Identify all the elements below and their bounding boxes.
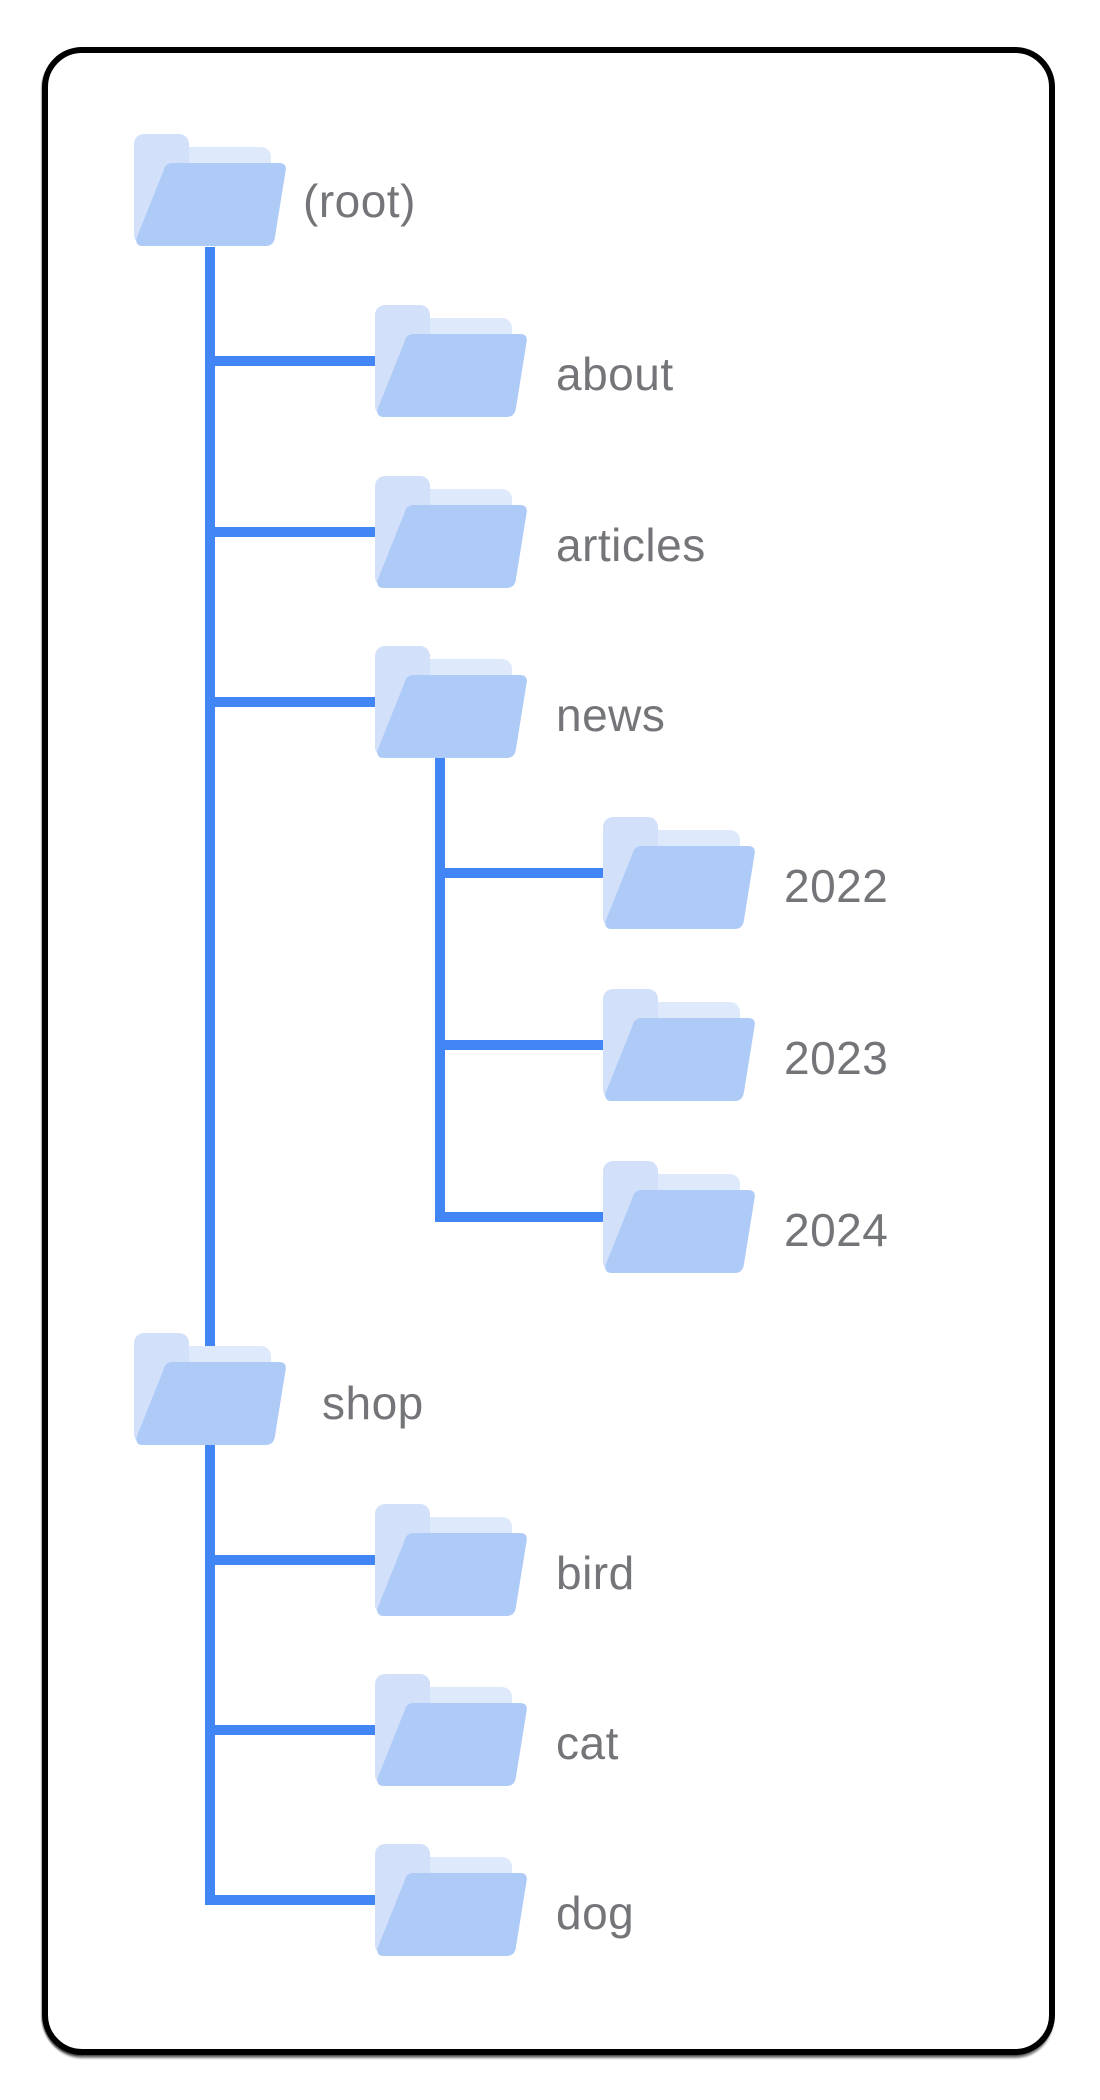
folder-icon-root (133, 133, 288, 246)
folder-icon-news (374, 645, 529, 758)
connector-branch-about (205, 356, 380, 366)
folder-icon-cat (374, 1673, 529, 1786)
connector-branch-dog (205, 1895, 380, 1905)
folder-icon-dog (374, 1843, 529, 1956)
connector-branch-cat (205, 1725, 380, 1735)
node-label-cat: cat (556, 1717, 619, 1769)
folder-icon-2024 (602, 1160, 757, 1273)
connector-root-vertical (205, 247, 215, 1905)
connector-branch-bird (205, 1555, 380, 1565)
node-label-2022: 2022 (784, 860, 889, 912)
connector-news-vertical (435, 758, 445, 1222)
folder-icon-2022 (602, 816, 757, 929)
node-label-shop: shop (322, 1377, 424, 1429)
folder-icon-bird (374, 1503, 529, 1616)
node-label-bird: bird (556, 1547, 635, 1599)
node-label-articles: articles (556, 519, 706, 571)
diagram-card (42, 47, 1055, 2055)
node-label-2024: 2024 (784, 1204, 889, 1256)
folder-icon-shop (133, 1332, 288, 1445)
node-label-about: about (556, 348, 674, 400)
connector-branch-2022 (435, 868, 610, 878)
node-label-dog: dog (556, 1887, 635, 1939)
connector-branch-articles (205, 527, 380, 537)
folder-icon-articles (374, 475, 529, 588)
connector-branch-news (205, 697, 380, 707)
node-label-news: news (556, 689, 666, 741)
folder-icon-about (374, 304, 529, 417)
folder-icon-2023 (602, 988, 757, 1101)
node-label-root: (root) (303, 175, 416, 227)
connector-branch-2024 (435, 1212, 610, 1222)
node-label-2023: 2023 (784, 1032, 889, 1084)
connector-branch-2023 (435, 1040, 610, 1050)
